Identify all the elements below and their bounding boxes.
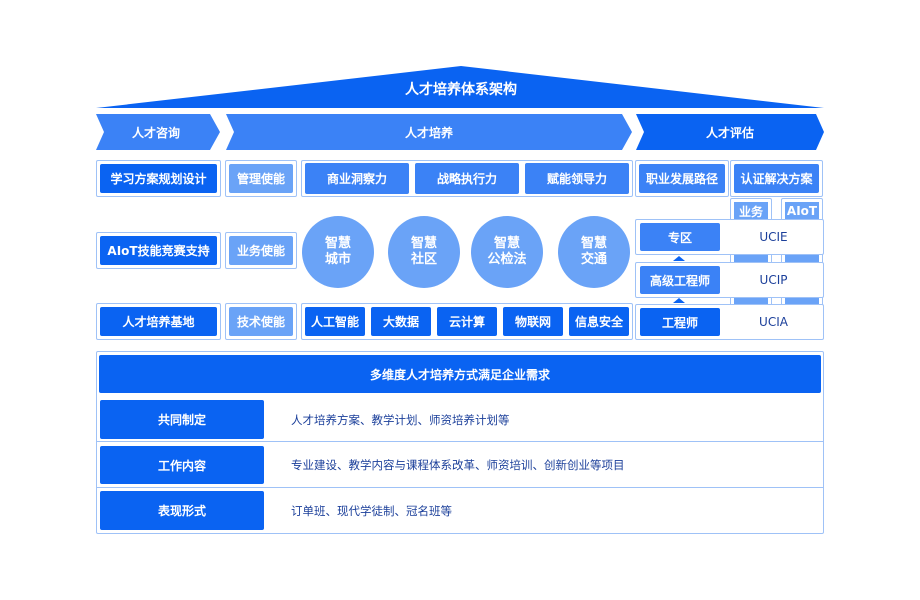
scene-label: 智慧 [410,236,437,251]
scene-label: 交通 [580,252,607,267]
level-code: UCIE [759,230,788,244]
phase-arrow-consult [96,114,220,150]
scene-smart-community: 智慧社区 [388,216,460,288]
enable-frame: 技术使能 [225,303,297,340]
enable-item: 业务使能 [229,236,293,265]
assess-top-item: 职业发展路径 [639,164,725,193]
scene-label: 智慧 [324,236,351,251]
consult-item: 学习方案规划设计 [100,164,217,193]
row-text: 订单班、现代学徒制、冠名班等 [291,503,452,518]
row-text: 专业建设、教学内容与课程体系改革、师资培训、创新创业等项目 [291,458,625,472]
scene-label: 公检法 [487,252,527,267]
diagram-title: 人才培养体系架构 [405,82,517,98]
enable-item: 管理使能 [229,164,293,193]
phase-training: 人才培养 [404,125,453,140]
level-card: 专区 UCIE [635,219,824,255]
leadership-item: 赋能领导力 [525,163,629,194]
scene-label: 城市 [324,252,351,267]
assess-top-item: 认证解决方案 [734,164,819,193]
roof [96,66,824,108]
bottom-header: 多维度人才培养方式满足企业需求 [99,355,821,393]
assess-frame: 认证解决方案 [730,160,823,197]
level-code: UCIA [759,315,788,329]
tech-item: 信息安全 [569,307,629,336]
row-label: 表现形式 [100,491,264,530]
level-name: 工程师 [640,308,720,336]
tech-item: 云计算 [437,307,497,336]
row-text: 人才培养方案、教学计划、师资培养计划等 [291,412,510,427]
level-card: 高级工程师 UCIP [635,262,824,298]
row-label: 共同制定 [100,400,264,439]
row-label: 工作内容 [100,446,264,484]
enable-frame: 管理使能 [225,160,297,197]
assess-frame: 职业发展路径 [635,160,729,197]
leadership-item: 战略执行力 [415,163,519,194]
enable-frame: 业务使能 [225,232,297,269]
level-name: 专区 [640,223,720,251]
consult-item: 人才培养基地 [100,307,217,336]
tech-item: 物联网 [503,307,563,336]
tech-item: 大数据 [371,307,431,336]
level-name: 高级工程师 [640,266,720,294]
scene-label: 智慧 [580,236,607,251]
leadership-item: 商业洞察力 [305,163,409,194]
phase-arrow-training [226,114,632,150]
consult-frame-1: 学习方案规划设计 [96,160,221,197]
consult-frame-3: 人才培养基地 [96,303,221,340]
up-arrow-icon [673,256,685,261]
enable-item: 技术使能 [229,307,293,336]
consult-item: AIoT技能竞赛支持 [100,236,217,265]
scene-label: 智慧 [493,236,520,251]
roof-shapes [96,66,824,150]
scene-smart-traffic: 智慧交通 [558,216,630,288]
level-code: UCIP [759,273,788,287]
phase-arrow-assess [636,114,824,150]
scene-label: 社区 [410,252,437,267]
column-label: AIoT [786,204,818,218]
scene-smart-city: 智慧城市 [302,216,374,288]
tech-item: 人工智能 [305,307,365,336]
level-card: 工程师 UCIA [635,304,824,340]
up-arrow-icon [673,298,685,303]
phase-assess: 人才评估 [705,125,754,140]
scene-smart-justice: 智慧公检法 [471,216,543,288]
column-label: 业务 [738,204,763,219]
consult-frame-2: AIoT技能竞赛支持 [96,232,221,269]
phase-consult: 人才咨询 [131,125,180,140]
